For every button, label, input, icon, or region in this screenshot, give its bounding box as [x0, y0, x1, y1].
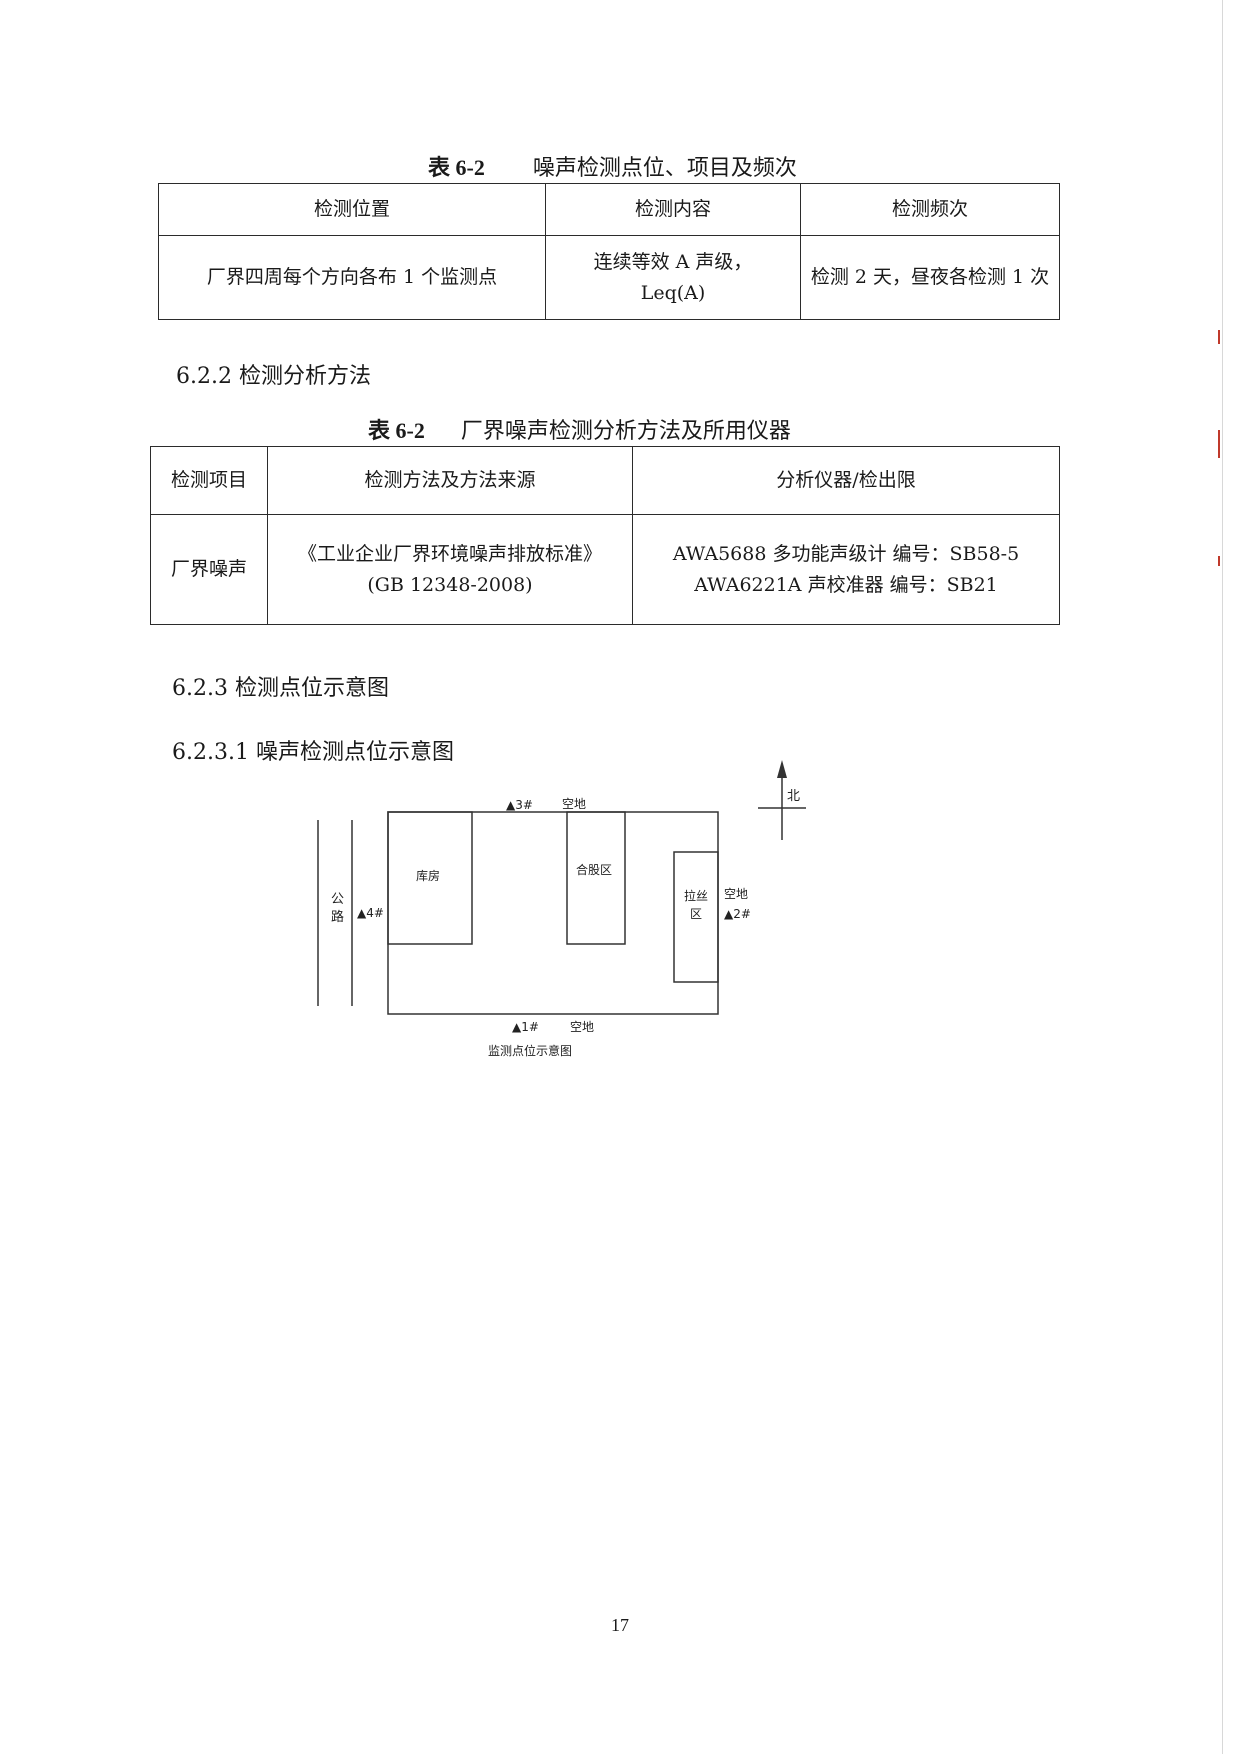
point4-label: ▲4# — [357, 906, 384, 920]
table-analysis-methods: 检测项目 检测方法及方法来源 分析仪器/检出限 厂界噪声 《工业企业厂界环境噪声… — [150, 446, 1060, 625]
header-location: 检测位置 — [158, 183, 546, 236]
scan-mark — [1218, 330, 1220, 344]
page-edge-line — [1222, 0, 1223, 1754]
lasi-label: 拉丝 — [684, 888, 708, 903]
hegu-label: 合股区 — [576, 862, 612, 877]
table-row: 厂界噪声 《工业企业厂界环境噪声排放标准》 (GB 12348-2008) AW… — [150, 514, 1060, 625]
header-instrument: 分析仪器/检出限 — [632, 446, 1060, 515]
cell-item: 厂界噪声 — [150, 514, 268, 625]
warehouse-label: 库房 — [416, 868, 440, 883]
scan-mark — [1218, 556, 1220, 566]
vacant-north-label: 空地 — [562, 797, 586, 811]
vacant-east-label: 空地 — [724, 887, 748, 901]
point2-label: ▲2# — [724, 907, 751, 921]
cell-location: 厂界四周每个方向各布 1 个监测点 — [158, 235, 546, 320]
header-method: 检测方法及方法来源 — [267, 446, 633, 515]
heading-6-2-3-1: 6.2.3.1 噪声检测点位示意图 — [172, 740, 454, 765]
point3-label: ▲3# — [506, 798, 533, 812]
lasi-area — [673, 851, 719, 983]
table-noise-points: 检测位置 检测内容 检测频次 厂界四周每个方向各布 1 个监测点 连续等效 A … — [158, 183, 1060, 320]
factory-boundary — [387, 811, 719, 1015]
diagram-caption: 监测点位示意图 — [488, 1043, 572, 1058]
lasi-label: 区 — [690, 907, 702, 921]
north-arrow-icon — [777, 760, 787, 778]
cell-instrument: AWA5688 多功能声级计 编号：SB58-5 AWA6221A 声校准器 编… — [632, 514, 1060, 625]
vacant-south-label: 空地 — [570, 1020, 594, 1034]
hegu-area — [566, 811, 626, 945]
heading-6-2-3: 6.2.3 检测点位示意图 — [172, 676, 389, 701]
cell-frequency: 检测 2 天，昼夜各检测 1 次 — [800, 235, 1060, 320]
page-number: 17 — [611, 1615, 629, 1635]
scan-mark — [1218, 430, 1220, 458]
cell-method: 《工业企业厂界环境噪声排放标准》 (GB 12348-2008) — [267, 514, 633, 625]
north-label: 北 — [787, 789, 800, 804]
table-row: 厂界四周每个方向各布 1 个监测点 连续等效 A 声级， Leq(A) 检测 2… — [158, 235, 1060, 320]
point1-label: ▲1# — [512, 1020, 539, 1034]
header-item: 检测项目 — [150, 446, 268, 515]
cell-content: 连续等效 A 声级， Leq(A) — [545, 235, 801, 320]
heading-6-2-2: 6.2.2 检测分析方法 — [176, 364, 371, 389]
road-label: 公 — [331, 892, 344, 907]
warehouse-area — [387, 811, 473, 945]
road-label: 路 — [331, 909, 344, 925]
